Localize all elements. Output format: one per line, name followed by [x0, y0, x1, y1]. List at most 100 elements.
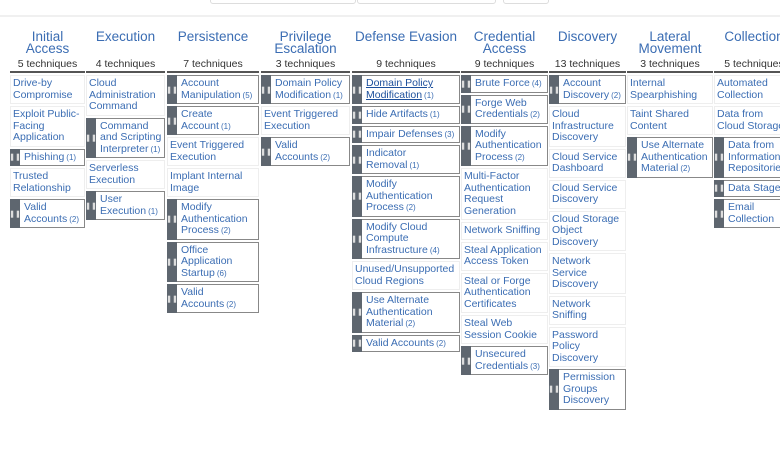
technique-cell[interactable]: Steal or Forge Authentication Certificat… — [461, 272, 548, 313]
tactic-title[interactable]: Privilege Escalation — [274, 29, 337, 56]
technique-cell[interactable]: Cloud Infrastructure Discovery — [549, 106, 626, 147]
technique-cell[interactable]: ❚❚ Account Manipulation(5) — [166, 75, 259, 104]
technique-cell[interactable]: ❚❚ Use Alternate Authentication Material… — [351, 292, 460, 333]
expand-subtechniques-handle[interactable]: ❚❚ — [548, 369, 560, 410]
tactic-title[interactable]: Persistence — [177, 29, 249, 44]
expand-subtechniques-handle[interactable]: ❚❚ — [166, 106, 178, 135]
technique-cell[interactable]: Data from Cloud Storage — [714, 106, 780, 135]
expand-subtechniques-handle[interactable]: ❚❚ — [351, 145, 363, 174]
technique-name: Network Sniffing — [464, 224, 541, 236]
technique-cell[interactable]: ❚❚ Domain Policy Modification(1) — [351, 75, 460, 104]
expand-subtechniques-handle[interactable]: ❚❚ — [460, 125, 472, 166]
technique-cell[interactable]: ❚❚ Indicator Removal(1) — [351, 145, 460, 174]
tactic-title[interactable]: Defense Evasion — [354, 29, 458, 44]
technique-cell[interactable]: ❚❚ Brute Force(4) — [460, 75, 548, 93]
expand-subtechniques-handle[interactable]: ❚❚ — [166, 241, 178, 282]
technique-cell[interactable]: ❚❚ Data Staged — [713, 179, 780, 197]
technique-cell[interactable]: ❚❚ Account Discovery(2) — [548, 75, 626, 104]
technique-cell[interactable]: ❚❚ Email Collection — [713, 199, 780, 228]
technique-cell[interactable]: Password Policy Discovery — [549, 326, 626, 367]
technique-cell[interactable]: ❚❚ Modify Cloud Compute Infrastructure(4… — [351, 218, 460, 259]
technique-cell[interactable]: ❚❚ Valid Accounts(2) — [351, 334, 460, 352]
expand-subtechniques-handle[interactable]: ❚❚ — [166, 199, 178, 240]
technique-cell[interactable]: Event Triggered Execution — [167, 137, 259, 166]
technique-cell[interactable]: ❚❚ Forge Web Credentials(2) — [460, 94, 548, 124]
technique-name: Forge Web Credentials — [475, 96, 529, 120]
pause-bars-icon: ❚❚ — [10, 154, 21, 162]
expand-subtechniques-handle[interactable]: ❚❚ — [10, 148, 21, 166]
technique-cell[interactable]: ❚❚ Modify Authentication Process(2) — [460, 125, 548, 166]
technique-cell[interactable]: ❚❚ Modify Authentication Process(2) — [351, 176, 460, 217]
technique-cell[interactable]: Event Triggered Execution — [261, 106, 350, 135]
expand-subtechniques-handle[interactable]: ❚❚ — [351, 292, 363, 333]
expand-subtechniques-handle[interactable]: ❚❚ — [626, 137, 638, 178]
technique-cell[interactable]: Taint Shared Content — [627, 106, 713, 135]
technique-cell[interactable]: ❚❚ Create Account(1) — [166, 106, 259, 135]
expand-subtechniques-handle[interactable]: ❚❚ — [166, 284, 178, 313]
expand-subtechniques-handle[interactable]: ❚❚ — [85, 117, 97, 158]
expand-subtechniques-handle[interactable]: ❚❚ — [260, 75, 272, 104]
toolbar-button[interactable] — [503, 0, 549, 4]
technique-cell[interactable]: ❚❚ User Execution(1) — [85, 191, 165, 220]
expand-subtechniques-handle[interactable]: ❚❚ — [713, 199, 725, 228]
expand-subtechniques-handle[interactable]: ❚❚ — [260, 137, 272, 166]
technique-cell[interactable]: Network Sniffing — [549, 295, 626, 325]
technique-cell[interactable]: Cloud Service Dashboard — [549, 148, 626, 178]
technique-cell[interactable]: Cloud Administration Command — [86, 75, 165, 116]
expand-subtechniques-handle[interactable]: ❚❚ — [10, 199, 21, 228]
technique-cell[interactable]: ❚❚ Phishing(1) — [10, 148, 85, 166]
expand-subtechniques-handle[interactable]: ❚❚ — [85, 191, 97, 220]
expand-subtechniques-handle[interactable]: ❚❚ — [166, 75, 178, 104]
search-input[interactable] — [210, 0, 356, 4]
technique-cell[interactable]: Cloud Service Discovery — [549, 179, 626, 209]
expand-subtechniques-handle[interactable]: ❚❚ — [351, 75, 363, 104]
technique-cell[interactable]: ❚❚ Valid Accounts(2) — [166, 284, 259, 313]
expand-subtechniques-handle[interactable]: ❚❚ — [351, 218, 363, 259]
filter-input[interactable] — [357, 0, 496, 4]
technique-cell[interactable]: ❚❚ Command and Scripting Interpreter(1) — [85, 117, 165, 158]
technique-cell[interactable]: Exploit Public-Facing Application — [10, 106, 85, 147]
technique-cell[interactable]: ❚❚ Impair Defenses(3) — [351, 125, 460, 143]
expand-subtechniques-handle[interactable]: ❚❚ — [351, 176, 363, 217]
technique-cell[interactable]: ❚❚ Domain Policy Modification(1) — [260, 75, 350, 104]
technique-cell[interactable]: Drive-by Compromise — [10, 75, 85, 104]
technique-cell[interactable]: Network Sniffing — [461, 222, 548, 240]
technique-cell[interactable]: Unused/Unsupported Cloud Regions — [352, 261, 460, 290]
expand-subtechniques-handle[interactable]: ❚❚ — [351, 125, 363, 143]
technique-cell[interactable]: Cloud Storage Object Discovery — [549, 210, 626, 251]
pause-bars-icon: ❚❚ — [460, 142, 472, 150]
technique-cell[interactable]: ❚❚ Modify Authentication Process(2) — [166, 199, 259, 240]
technique-cell[interactable]: Multi-Factor Authentication Request Gene… — [461, 168, 548, 220]
tactic-title[interactable]: Collection — [724, 29, 780, 44]
technique-cell[interactable]: Network Service Discovery — [549, 253, 626, 294]
technique-cell[interactable]: ❚❚ Hide Artifacts(1) — [351, 106, 460, 124]
expand-subtechniques-handle[interactable]: ❚❚ — [460, 346, 472, 375]
expand-subtechniques-handle[interactable]: ❚❚ — [713, 137, 725, 178]
technique-cell[interactable]: Steal Web Session Cookie — [461, 315, 548, 344]
technique-cell[interactable]: Steal Application Access Token — [461, 241, 548, 271]
expand-subtechniques-handle[interactable]: ❚❚ — [548, 75, 560, 104]
technique-cell[interactable]: ❚❚ Unsecured Credentials(3) — [460, 346, 548, 375]
technique-cell[interactable]: ❚❚ Permission Groups Discovery — [548, 369, 626, 410]
technique-cell[interactable]: ❚❚ Office Application Startup(6) — [166, 241, 259, 282]
expand-subtechniques-handle[interactable]: ❚❚ — [460, 94, 472, 124]
tactic-title[interactable]: Discovery — [557, 29, 618, 44]
technique-cell[interactable]: Implant Internal Image — [167, 168, 259, 197]
technique-cell[interactable]: ❚❚ Valid Accounts(2) — [260, 137, 350, 166]
tactic-title[interactable]: Credential Access — [473, 29, 536, 56]
expand-subtechniques-handle[interactable]: ❚❚ — [351, 334, 363, 352]
tactic-title[interactable]: Initial Access — [25, 29, 70, 56]
technique-cell[interactable]: Automated Collection — [714, 75, 780, 104]
technique-cell[interactable]: Trusted Relationship — [10, 168, 85, 197]
expand-subtechniques-handle[interactable]: ❚❚ — [713, 179, 725, 197]
tactic-title[interactable]: Execution — [95, 29, 156, 44]
technique-cell[interactable]: ❚❚ Use Alternate Authentication Material… — [626, 137, 713, 178]
technique-cell[interactable]: ❚❚ Valid Accounts(2) — [10, 199, 85, 228]
expand-subtechniques-handle[interactable]: ❚❚ — [351, 106, 363, 124]
technique-cell[interactable]: ❚❚ Data from Information Repositories — [713, 137, 780, 178]
technique-cell[interactable]: Internal Spearphishing — [627, 75, 713, 104]
expand-subtechniques-handle[interactable]: ❚❚ — [460, 75, 472, 93]
tactic-title[interactable]: Lateral Movement — [638, 29, 702, 56]
technique-cell[interactable]: Serverless Execution — [86, 160, 165, 189]
